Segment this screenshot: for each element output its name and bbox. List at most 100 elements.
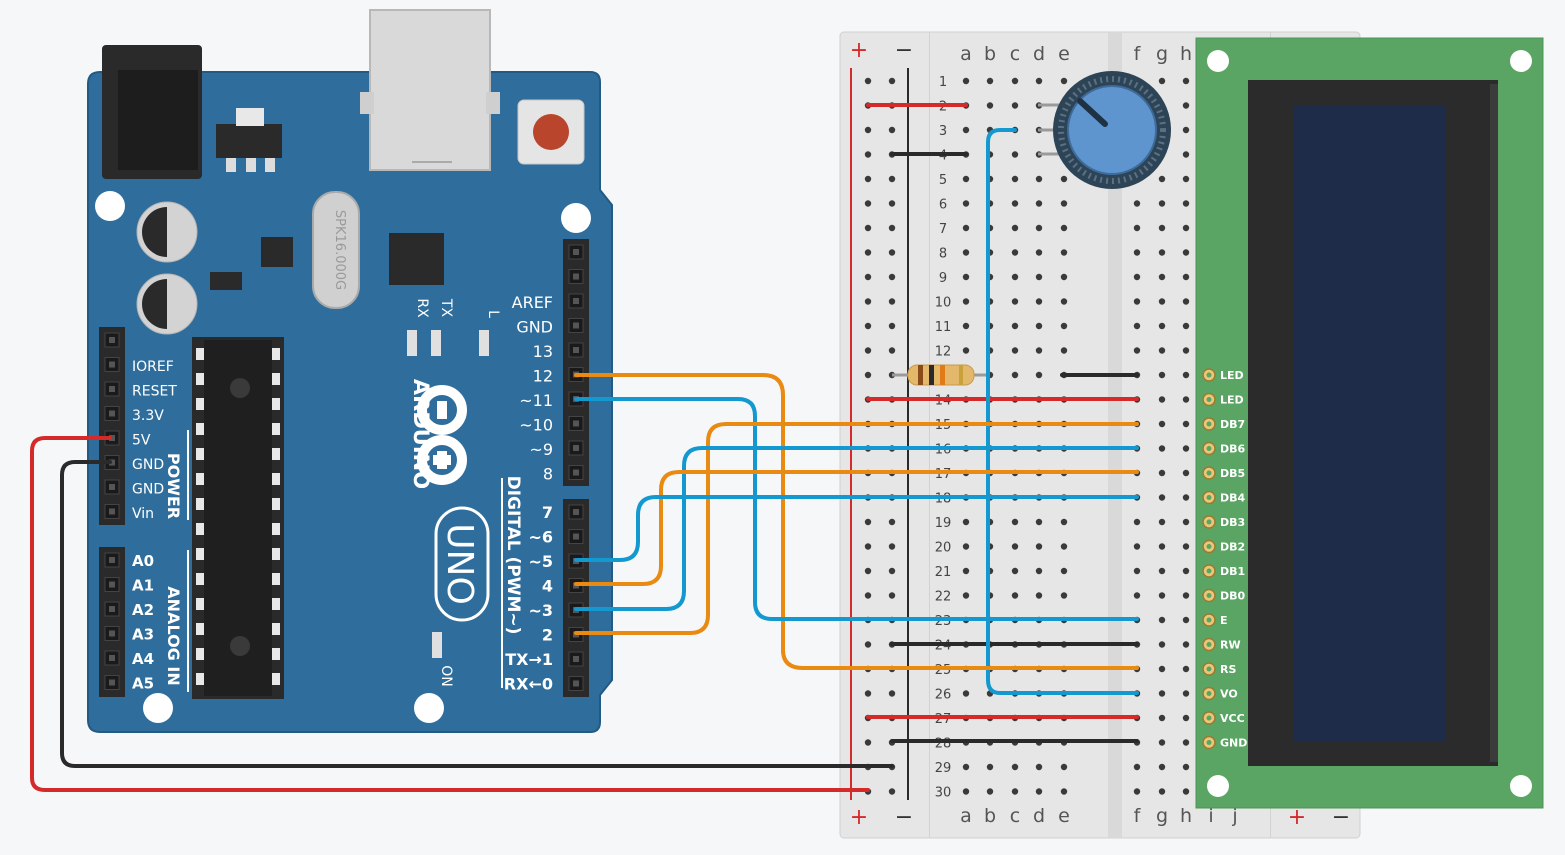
wire-blue-pot-vo bbox=[986, 128, 1139, 695]
arduino-model-text: UNO bbox=[439, 523, 480, 605]
power-pin-label: Vin bbox=[132, 506, 154, 522]
column-label: d bbox=[1033, 805, 1045, 827]
digital-pin-label: ~9 bbox=[529, 440, 553, 459]
analog-pin-label: A0 bbox=[132, 552, 154, 570]
digital-pin-label: 12 bbox=[533, 367, 553, 386]
wire-orange-pin12-rs bbox=[574, 373, 1139, 670]
row-number: 21 bbox=[935, 565, 952, 580]
l-led-label: L bbox=[485, 310, 501, 318]
row-number: 12 bbox=[935, 345, 952, 360]
rail-minus-bottom: − bbox=[895, 805, 913, 830]
lcd-pin-label: LED bbox=[1220, 369, 1244, 382]
column-label: f bbox=[1134, 805, 1142, 827]
analog-pin-label: A3 bbox=[132, 626, 154, 644]
analog-pin-label: A2 bbox=[132, 601, 154, 619]
resistor bbox=[892, 364, 988, 386]
row-number: 1 bbox=[939, 75, 947, 90]
digital-pin-label: AREF bbox=[512, 293, 553, 312]
column-label: c bbox=[1010, 805, 1020, 827]
column-label: g bbox=[1156, 43, 1168, 65]
digital-pin-label: ~6 bbox=[528, 528, 553, 547]
crystal-label: SPK16.000G bbox=[332, 210, 347, 290]
row-number: 5 bbox=[939, 173, 947, 188]
digital-pin-label: 4 bbox=[542, 577, 553, 596]
column-label: e bbox=[1058, 805, 1070, 827]
column-label: b bbox=[984, 43, 996, 65]
row-number: 26 bbox=[935, 688, 952, 703]
digital-pin-label: 2 bbox=[542, 626, 553, 645]
row-number: 11 bbox=[935, 320, 952, 335]
digital-pin-label: ~5 bbox=[528, 552, 553, 571]
lcd-pin-label: E bbox=[1220, 614, 1228, 627]
lcd-pin-label: RS bbox=[1220, 663, 1236, 676]
power-section-label: POWER bbox=[164, 453, 183, 519]
crystal bbox=[312, 191, 360, 309]
on-led-label: ON bbox=[438, 665, 454, 687]
row-number: 30 bbox=[935, 786, 952, 801]
column-label: i bbox=[1208, 805, 1213, 827]
row-number: 10 bbox=[935, 296, 952, 311]
wire-black-gnd-arduino bbox=[60, 460, 894, 768]
lcd-pin-label: DB0 bbox=[1220, 590, 1246, 603]
lcd-pin-label: VCC bbox=[1220, 712, 1245, 725]
arduino-uno-board: SPK16.000G RX TX L ON ARDUINO UNO bbox=[87, 9, 613, 733]
rail-plus-bottom-right: + bbox=[1288, 805, 1306, 830]
tx-led-label: TX bbox=[438, 298, 454, 318]
row-number: 6 bbox=[939, 198, 947, 213]
row-number: 19 bbox=[935, 516, 952, 531]
row-number: 27 bbox=[935, 712, 952, 727]
lcd-pin-label: DB5 bbox=[1220, 467, 1245, 480]
column-label: g bbox=[1156, 805, 1168, 827]
analog-pin-label: A1 bbox=[132, 577, 154, 595]
column-label: e bbox=[1058, 43, 1070, 65]
potentiometer bbox=[1038, 71, 1171, 189]
row-number: 20 bbox=[935, 541, 952, 556]
row-number: 8 bbox=[939, 247, 947, 262]
power-pin-label: IOREF bbox=[132, 359, 174, 375]
arduino-logo bbox=[417, 385, 467, 485]
analog-header bbox=[99, 547, 125, 697]
digital-header-bottom bbox=[563, 499, 589, 697]
analog-section-label: ANALOG IN bbox=[164, 586, 183, 685]
wire-orange-pin4-db5 bbox=[574, 470, 1139, 586]
lcd-pin-label: VO bbox=[1220, 688, 1238, 701]
usb-connector bbox=[369, 9, 491, 171]
lcd-pin-header: LEDLEDDB7DB6DB5DB4DB3DB2DB1DB0ERWRSVOVCC… bbox=[1202, 368, 1247, 750]
lcd-pin-label: DB7 bbox=[1220, 418, 1245, 431]
chip-pins bbox=[196, 348, 280, 685]
rail-minus-bottom-right: − bbox=[1332, 805, 1350, 830]
digital-pin-label: ~3 bbox=[528, 601, 553, 620]
pot-knob-indicator bbox=[1077, 98, 1108, 127]
wire-blue-pin5-db4 bbox=[574, 495, 1139, 562]
column-label: a bbox=[960, 805, 972, 827]
lcd-pin-label: GND bbox=[1220, 737, 1247, 750]
analog-pin-label: A5 bbox=[132, 675, 154, 693]
rx-led-label: RX bbox=[414, 298, 430, 318]
row-number: 29 bbox=[935, 761, 952, 776]
digital-pin-label: ~11 bbox=[519, 391, 553, 410]
wire-red-5v bbox=[30, 436, 870, 792]
digital-pin-label: ~10 bbox=[519, 416, 553, 435]
row-number: 23 bbox=[935, 614, 952, 629]
row-number: 28 bbox=[935, 737, 952, 752]
row-number: 7 bbox=[939, 222, 947, 237]
digital-pin-label: RX←0 bbox=[504, 675, 553, 694]
digital-pin-label: TX→1 bbox=[505, 650, 553, 669]
lcd-pin-label: DB2 bbox=[1220, 541, 1245, 554]
lcd-pin-label: DB4 bbox=[1220, 492, 1246, 505]
column-label: j bbox=[1231, 805, 1237, 827]
rail-plus-top: + bbox=[850, 38, 868, 63]
digital-pin-label: 8 bbox=[543, 465, 553, 484]
lcd-pin-label: DB3 bbox=[1220, 516, 1245, 529]
lcd-pin-label: DB6 bbox=[1220, 443, 1246, 456]
power-pin-label: 3.3V bbox=[132, 408, 164, 424]
power-pin-label: GND bbox=[132, 457, 164, 473]
row-number: 25 bbox=[935, 663, 952, 678]
digital-section-label: DIGITAL (PWM~) bbox=[503, 476, 523, 635]
lcd-screen bbox=[1293, 106, 1446, 742]
column-label: d bbox=[1033, 43, 1045, 65]
wire-orange-pin2-db7 bbox=[574, 422, 1139, 635]
wire-blue-pin11-e bbox=[574, 397, 1139, 621]
row-number: 9 bbox=[939, 271, 947, 286]
column-label: c bbox=[1010, 43, 1020, 65]
